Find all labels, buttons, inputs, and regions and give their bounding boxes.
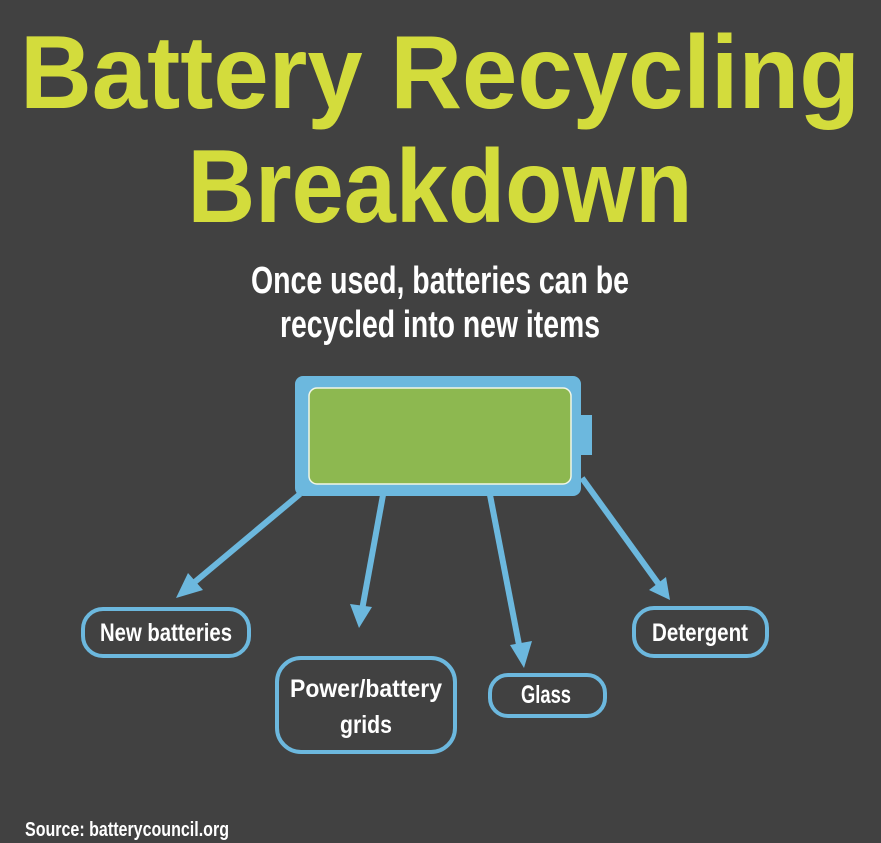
output-new-batteries: New batteries [81,607,251,658]
title-line-1: Battery Recycling [20,15,860,131]
source-credit: Source: batterycouncil.org [25,819,229,841]
output-power-grids: Power/battery grids [275,656,457,754]
arrow-detergent [579,476,670,600]
battery-charge [308,387,572,485]
arrow-power-grids [350,494,386,628]
output-label: Glass [521,681,571,709]
arrow-glass [487,494,532,668]
output-detergent: Detergent [632,606,769,658]
subtitle-line-2: recycled into new items [280,304,600,346]
battery-icon [295,376,592,496]
output-label-line-1: Power/battery [290,675,442,703]
output-label-line-2: grids [340,711,392,739]
title-line-2: Breakdown [188,129,693,245]
output-label: Detergent [652,619,749,647]
output-glass: Glass [488,673,607,718]
arrow-new-batteries [176,491,302,598]
output-label: New batteries [100,619,232,647]
subtitle-line-1: Once used, batteries can be [251,260,629,302]
